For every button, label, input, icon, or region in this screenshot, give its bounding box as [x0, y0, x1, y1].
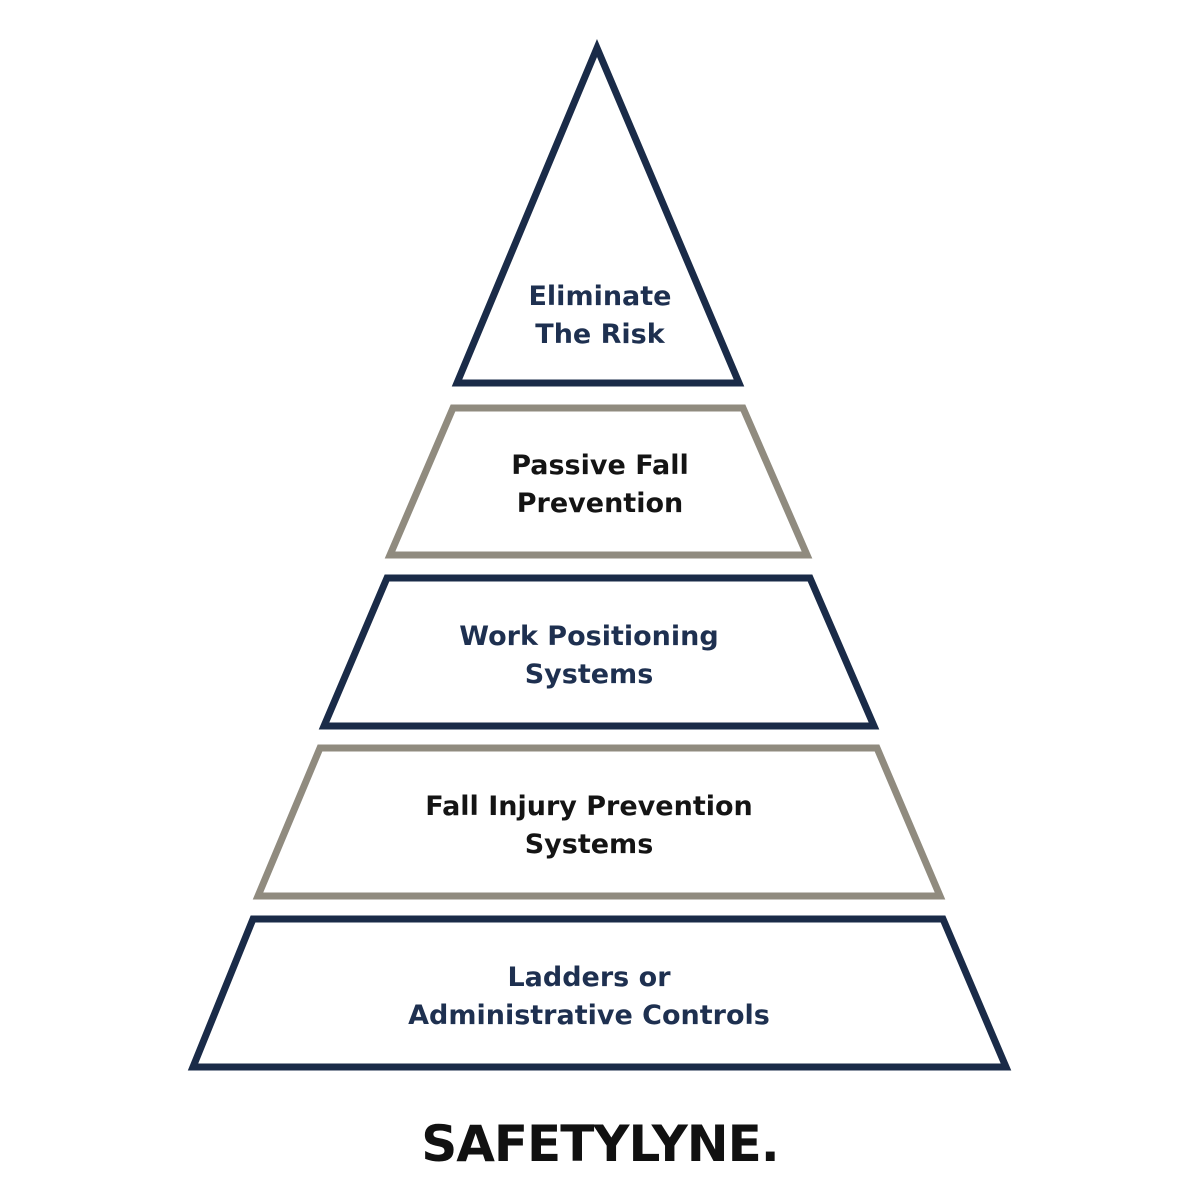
tier-label-line-1: Passive Fall	[511, 450, 689, 481]
tier-ladders-or-administrative-controls: Ladders or Administrative Controls	[187, 915, 1012, 1071]
tier-label-line-2: Administrative Controls	[408, 1000, 770, 1031]
tier-passive-fall-prevention: Passive Fall Prevention	[384, 404, 813, 559]
tier-shape	[451, 38, 745, 387]
tier-shape	[384, 404, 813, 559]
tier-shape	[318, 574, 880, 730]
tier-work-positioning-systems: Work Positioning Systems	[318, 574, 880, 730]
tier-fall-injury-prevention-systems: Fall Injury Prevention Systems	[252, 744, 946, 900]
tier-label-line-2: Systems	[525, 659, 654, 690]
tier-label-line-2: The Risk	[535, 319, 665, 350]
safetylyne-logo: SAFETYLYNE.	[421, 1115, 780, 1173]
tier-label-line-2: Systems	[525, 829, 654, 860]
tier-label-line-1: Ladders or	[507, 962, 671, 993]
tier-label-line-1: Eliminate	[528, 281, 671, 312]
tier-label-line-2: Prevention	[517, 488, 683, 519]
tier-shape	[187, 915, 1012, 1071]
tier-eliminate-the-risk: Eliminate The Risk	[451, 38, 745, 387]
tier-label-line-1: Fall Injury Prevention	[425, 791, 753, 822]
tier-label-line-1: Work Positioning	[459, 621, 718, 652]
tier-shape	[252, 744, 946, 900]
